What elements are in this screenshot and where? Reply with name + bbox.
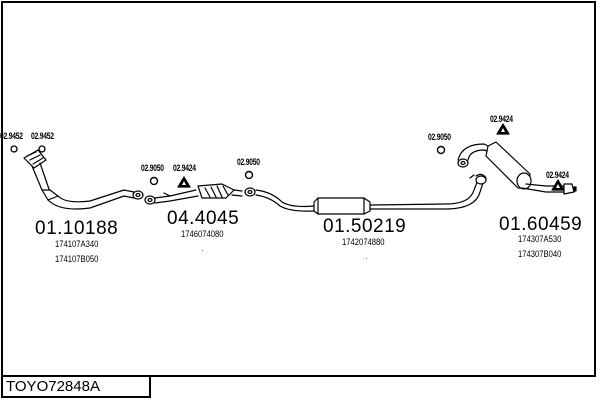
part-number-center-muffler[interactable]: 01.50219 bbox=[323, 216, 407, 237]
gasket-ring-icon bbox=[436, 145, 446, 155]
front-pipe-part[interactable] bbox=[23, 149, 144, 210]
accessory-code-label: 02.9424 bbox=[546, 170, 569, 180]
gasket-ring-icon bbox=[10, 145, 18, 153]
diagram-code: TOYO72848A bbox=[6, 378, 100, 395]
oem-number: 174307B040 bbox=[518, 249, 562, 259]
center-muffler-part[interactable] bbox=[255, 179, 485, 215]
oem-number: 174307A530 bbox=[518, 234, 562, 244]
oem-number: 174107A340 bbox=[55, 239, 99, 249]
diagram-frame bbox=[1, 1, 596, 377]
part-number-front-pipe[interactable]: 01.10188 bbox=[35, 218, 119, 239]
oem-number: 1742074880 bbox=[342, 237, 385, 247]
accessory-code-label: 02.9050 bbox=[237, 157, 260, 167]
oem-number: 1746074080 bbox=[181, 229, 224, 239]
accessory-code-label: 02.9050 bbox=[428, 132, 451, 142]
gasket-ring-icon bbox=[244, 170, 254, 180]
accessory-code-label: 02.9452 bbox=[0, 131, 23, 141]
accessory-code-label: 02.9050 bbox=[141, 163, 164, 173]
diagram-code-box: TOYO72848A bbox=[1, 377, 151, 398]
gasket-ring-icon bbox=[149, 176, 159, 186]
accessory-code-label: 02.9452 bbox=[31, 131, 54, 141]
accessory-code-label: 02.9424 bbox=[173, 163, 196, 173]
catalytic-converter-part[interactable] bbox=[144, 183, 256, 205]
rear-muffler-part[interactable] bbox=[457, 141, 577, 195]
part-number-catalytic-converter[interactable]: 04.4045 bbox=[167, 208, 240, 229]
stray-dot bbox=[366, 258, 367, 259]
oem-number: 174107B050 bbox=[55, 254, 99, 264]
accessory-code-label: 02.9424 bbox=[490, 114, 513, 124]
stray-dot bbox=[202, 250, 203, 251]
part-number-rear-muffler[interactable]: 01.60459 bbox=[499, 214, 583, 235]
gasket-ring-icon bbox=[38, 145, 46, 153]
